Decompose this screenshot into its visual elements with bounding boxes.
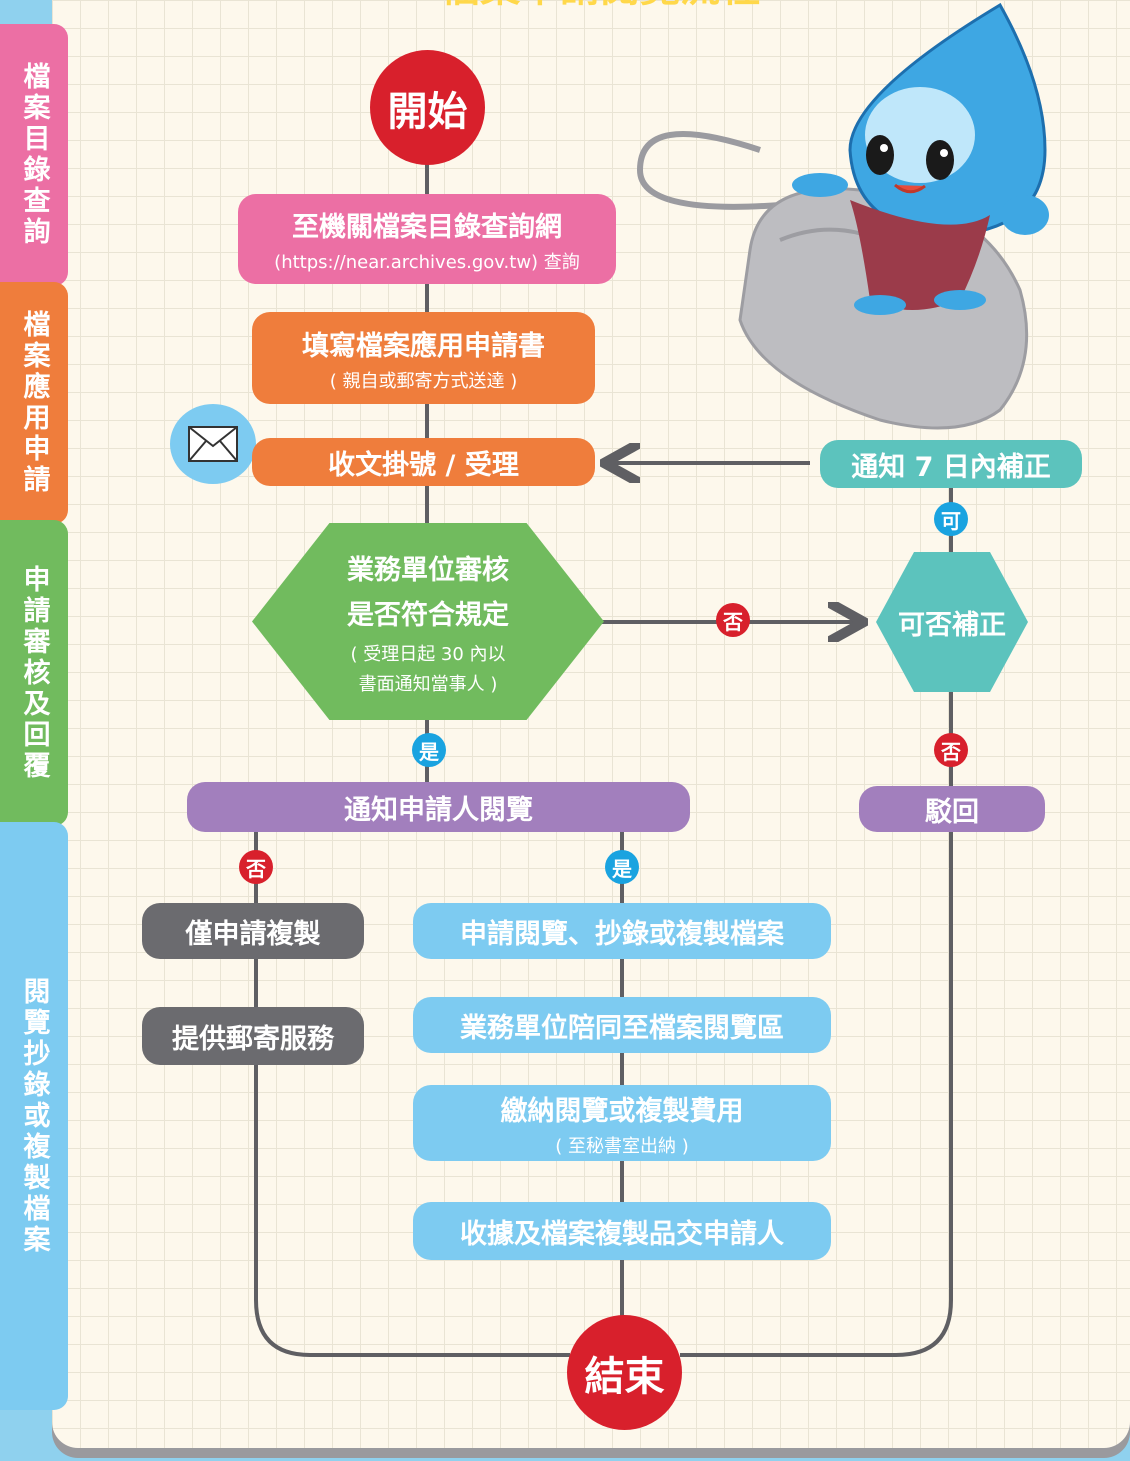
no-badge: 否 (934, 733, 968, 767)
receipt-step[interactable]: 收據及檔案複製品交申請人 (413, 1202, 831, 1260)
tab-review-reply[interactable]: 申請審核及回覆 (0, 520, 68, 826)
receive-register-step[interactable]: 收文掛號 / 受理 (252, 438, 595, 486)
mail-icon (170, 404, 256, 484)
page-title: 檔案申請閱覽流程 (200, 0, 1000, 10)
tab-archive-application[interactable]: 檔案應用申請 (0, 282, 68, 524)
end-node: 結束 (567, 1315, 682, 1430)
yes-badge: 是 (605, 850, 639, 884)
apply-read-step[interactable]: 申請閱覽、抄錄或複製檔案 (413, 903, 831, 959)
can-badge: 可 (934, 502, 968, 536)
no-badge: 否 (716, 603, 750, 637)
start-node: 開始 (370, 50, 485, 165)
no-badge: 否 (239, 850, 273, 884)
notify-read-step[interactable]: 通知申請人閱覽 (187, 782, 690, 832)
tab-archive-search[interactable]: 檔案目錄查詢 (0, 24, 68, 286)
yes-badge: 是 (412, 733, 446, 767)
tab-read-copy[interactable]: 閱覽抄錄或複製檔案 (0, 822, 68, 1410)
reject-step[interactable]: 駁回 (859, 786, 1045, 832)
notify-fix-step[interactable]: 通知 7 日內補正 (820, 440, 1082, 488)
review-decision[interactable]: 業務單位審核 是否符合規定 ( 受理日起 30 內以 書面通知當事人 ) (252, 523, 604, 720)
copy-only-step[interactable]: 僅申請複製 (142, 903, 364, 959)
fill-form-step[interactable]: 填寫檔案應用申請書 ( 親自或郵寄方式送達 ) (252, 312, 595, 404)
search-archive-step[interactable]: 至機關檔案目錄查詢網 (https://near.archives.gov.tw… (238, 194, 616, 284)
accompany-step[interactable]: 業務單位陪同至檔案閱覽區 (413, 997, 831, 1053)
water-drop-mascot (792, 2, 1049, 315)
pay-fee-step[interactable]: 繳納閱覽或複製費用 ( 至秘書室出納 ) (413, 1085, 831, 1161)
mail-service-step[interactable]: 提供郵寄服務 (142, 1007, 364, 1065)
